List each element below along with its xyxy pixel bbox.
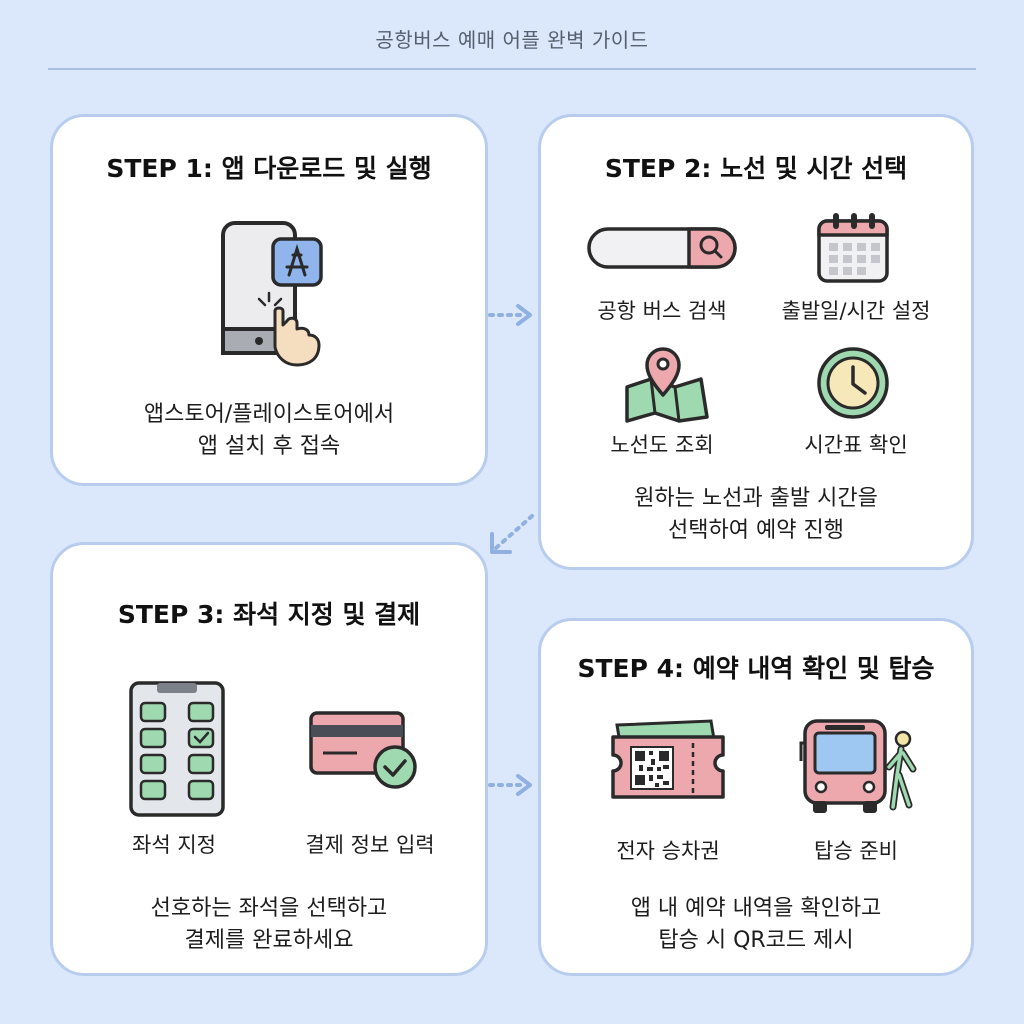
page-title: 공항버스 예매 어플 완벽 가이드 xyxy=(375,28,649,52)
step-4-title: STEP 4: 예약 내역 확인 및 탑승 xyxy=(577,654,935,683)
step-2-title: STEP 2: 노선 및 시간 선택 xyxy=(604,154,908,183)
step-2-description-line-1: 원하는 노선과 출발 시간을 xyxy=(634,486,878,511)
credit-card-check-icon xyxy=(309,709,419,793)
step-3-title: STEP 3: 좌석 지정 및 결제 xyxy=(117,600,421,629)
step-1-description-line-2: 앱 설치 후 접속 xyxy=(197,434,341,459)
qr-ticket-icon xyxy=(607,717,731,809)
step-3-description-line-1: 선호하는 좌석을 선택하고 xyxy=(150,896,388,921)
search-bar-label: 공항 버스 검색 xyxy=(597,299,727,323)
step-1-title: STEP 1: 앱 다운로드 및 실행 xyxy=(106,154,432,183)
bus-passenger-icon xyxy=(799,717,919,817)
step-2-description: 원하는 노선과 출발 시간을 선택하여 예약 진행 xyxy=(541,483,971,547)
map-pin-icon xyxy=(617,343,713,423)
arrow-right-icon xyxy=(486,300,538,334)
step-2-description-line-2: 선택하여 예약 진행 xyxy=(668,518,844,543)
step-2-card: STEP 2: 노선 및 시간 선택 공항 버스 검색 출발일/시간 설정 xyxy=(538,114,974,570)
calendar-label: 출발일/시간 설정 xyxy=(781,299,931,323)
map-pin-label: 노선도 조회 xyxy=(610,433,714,457)
step-3-description-line-2: 결제를 완료하세요 xyxy=(184,928,354,953)
step-4-description: 앱 내 예약 내역을 확인하고 탑승 시 QR코드 제시 xyxy=(541,893,971,957)
arrow-right-icon xyxy=(486,770,538,804)
step-1-description-line-1: 앱스토어/플레이스토어에서 xyxy=(143,402,395,427)
header-divider xyxy=(48,68,976,70)
step-3-description: 선호하는 좌석을 선택하고 결제를 완료하세요 xyxy=(53,893,485,957)
qr-ticket-label: 전자 승차권 xyxy=(616,839,720,863)
bus-passenger-label: 탑승 준비 xyxy=(814,839,898,863)
step-4-description-line-2: 탑승 시 QR코드 제시 xyxy=(658,928,854,953)
step-1-card: STEP 1: 앱 다운로드 및 실행 앱스토어/플레이스토어에서 앱 설치 후… xyxy=(50,114,488,486)
page-header: 공항버스 예매 어플 완벽 가이드 xyxy=(0,0,1024,70)
arrow-down-left-icon xyxy=(482,510,538,562)
calendar-icon xyxy=(815,211,891,285)
credit-card-label: 결제 정보 입력 xyxy=(305,833,435,857)
step-1-description: 앱스토어/플레이스토어에서 앱 설치 후 접속 xyxy=(53,399,485,463)
step-4-card: STEP 4: 예약 내역 확인 및 탑승 전자 승차권 xyxy=(538,618,974,976)
clock-label: 시간표 확인 xyxy=(804,433,908,457)
clock-icon xyxy=(815,345,891,421)
step-4-description-line-1: 앱 내 예약 내역을 확인하고 xyxy=(630,896,882,921)
smartphone-appstore-tap-icon xyxy=(213,217,333,367)
seat-map-label: 좌석 지정 xyxy=(132,833,216,857)
step-3-card: STEP 3: 좌석 지정 및 결제 좌석 지정 xyxy=(50,542,488,976)
search-bar-icon xyxy=(585,223,741,273)
seat-map-icon xyxy=(127,679,227,819)
